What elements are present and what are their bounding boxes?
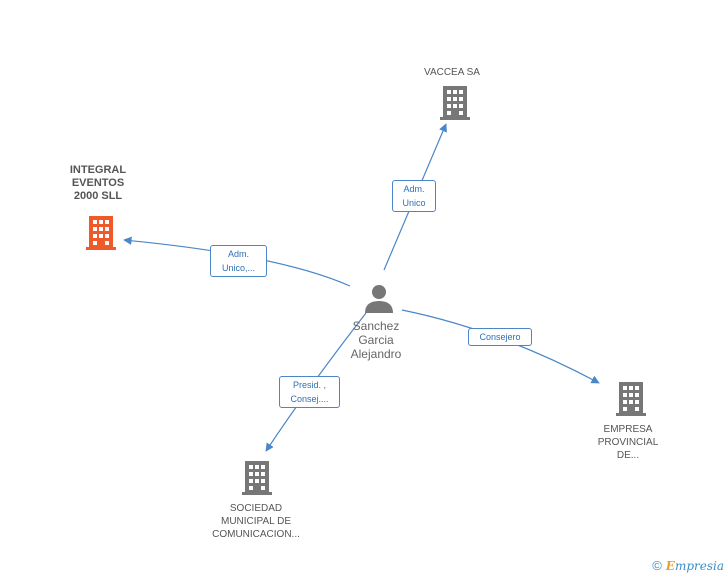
company-label-sociedad[interactable]: SOCIEDAD MUNICIPAL DE COMUNICACION...: [212, 503, 300, 540]
building-icon[interactable]: [242, 461, 272, 495]
building-icon-highlighted[interactable]: [86, 216, 116, 250]
company-label-vaccea[interactable]: VACCEA SA: [424, 67, 480, 78]
edge-label-integral[interactable]: Adm. Unico,...: [210, 245, 267, 277]
footer-brand: © Empresia: [652, 558, 724, 573]
building-icon[interactable]: [616, 382, 646, 416]
company-label-empresa[interactable]: EMPRESA PROVINCIAL DE...: [597, 424, 659, 461]
edge-empresa: [401, 309, 600, 384]
building-icon[interactable]: [440, 86, 470, 120]
edge-label-empresa[interactable]: Consejero: [468, 328, 532, 346]
edge-label-vaccea[interactable]: Adm. Unico: [392, 180, 436, 212]
person-name[interactable]: Sanchez Garcia Alejandro: [350, 319, 402, 361]
person-icon[interactable]: [364, 283, 394, 313]
company-label-integral[interactable]: INTEGRAL EVENTOS 2000 SLL: [69, 164, 127, 202]
edge-label-sociedad[interactable]: Presid. , Consej....: [279, 376, 340, 408]
brand-logo: Empresia: [665, 558, 724, 573]
copyright-icon: ©: [652, 558, 662, 573]
